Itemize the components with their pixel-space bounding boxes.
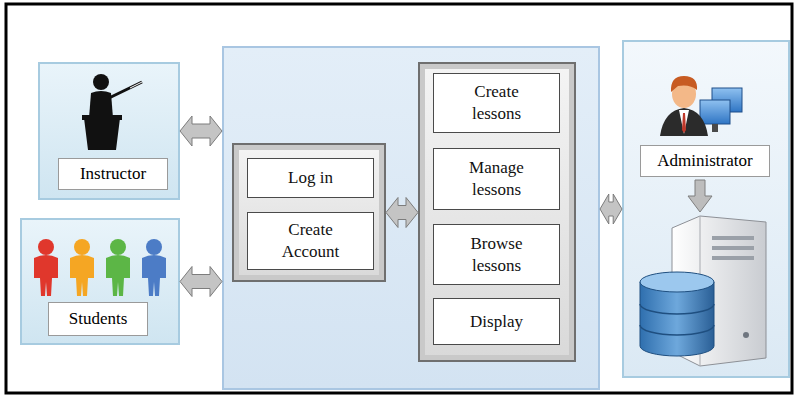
box-label: Log in xyxy=(248,167,373,189)
process-box: Create lessons xyxy=(433,73,560,133)
double-arrow xyxy=(180,116,222,146)
process-box: Create Account xyxy=(247,212,374,270)
box-label: Create Account xyxy=(248,219,373,263)
double-arrow xyxy=(180,267,222,297)
down-arrow xyxy=(688,180,712,212)
process-box: Log in xyxy=(247,158,374,198)
students-icon xyxy=(34,239,166,296)
actor-label: Instructor xyxy=(58,158,168,190)
instructor-icon xyxy=(82,74,142,150)
process-box: Manage lessons xyxy=(433,148,560,210)
box-label: Display xyxy=(434,311,559,333)
server-icon xyxy=(640,216,766,366)
box-label: Browse lessons xyxy=(434,233,559,277)
box-label: Manage lessons xyxy=(434,157,559,201)
lesson-group: Create lessonsManage lessonsBrowse lesso… xyxy=(418,62,576,362)
actor-label: Students xyxy=(48,302,148,336)
administrator-icon xyxy=(660,76,742,136)
double-arrow xyxy=(386,198,418,228)
actor-label: Administrator xyxy=(640,145,770,177)
account-group: Log in Create Account xyxy=(232,143,386,282)
process-box: Browse lessons xyxy=(433,224,560,285)
box-label: Create lessons xyxy=(434,81,559,125)
frame-border xyxy=(6,4,792,393)
process-box: Display xyxy=(433,298,560,345)
double-arrow xyxy=(600,194,622,224)
